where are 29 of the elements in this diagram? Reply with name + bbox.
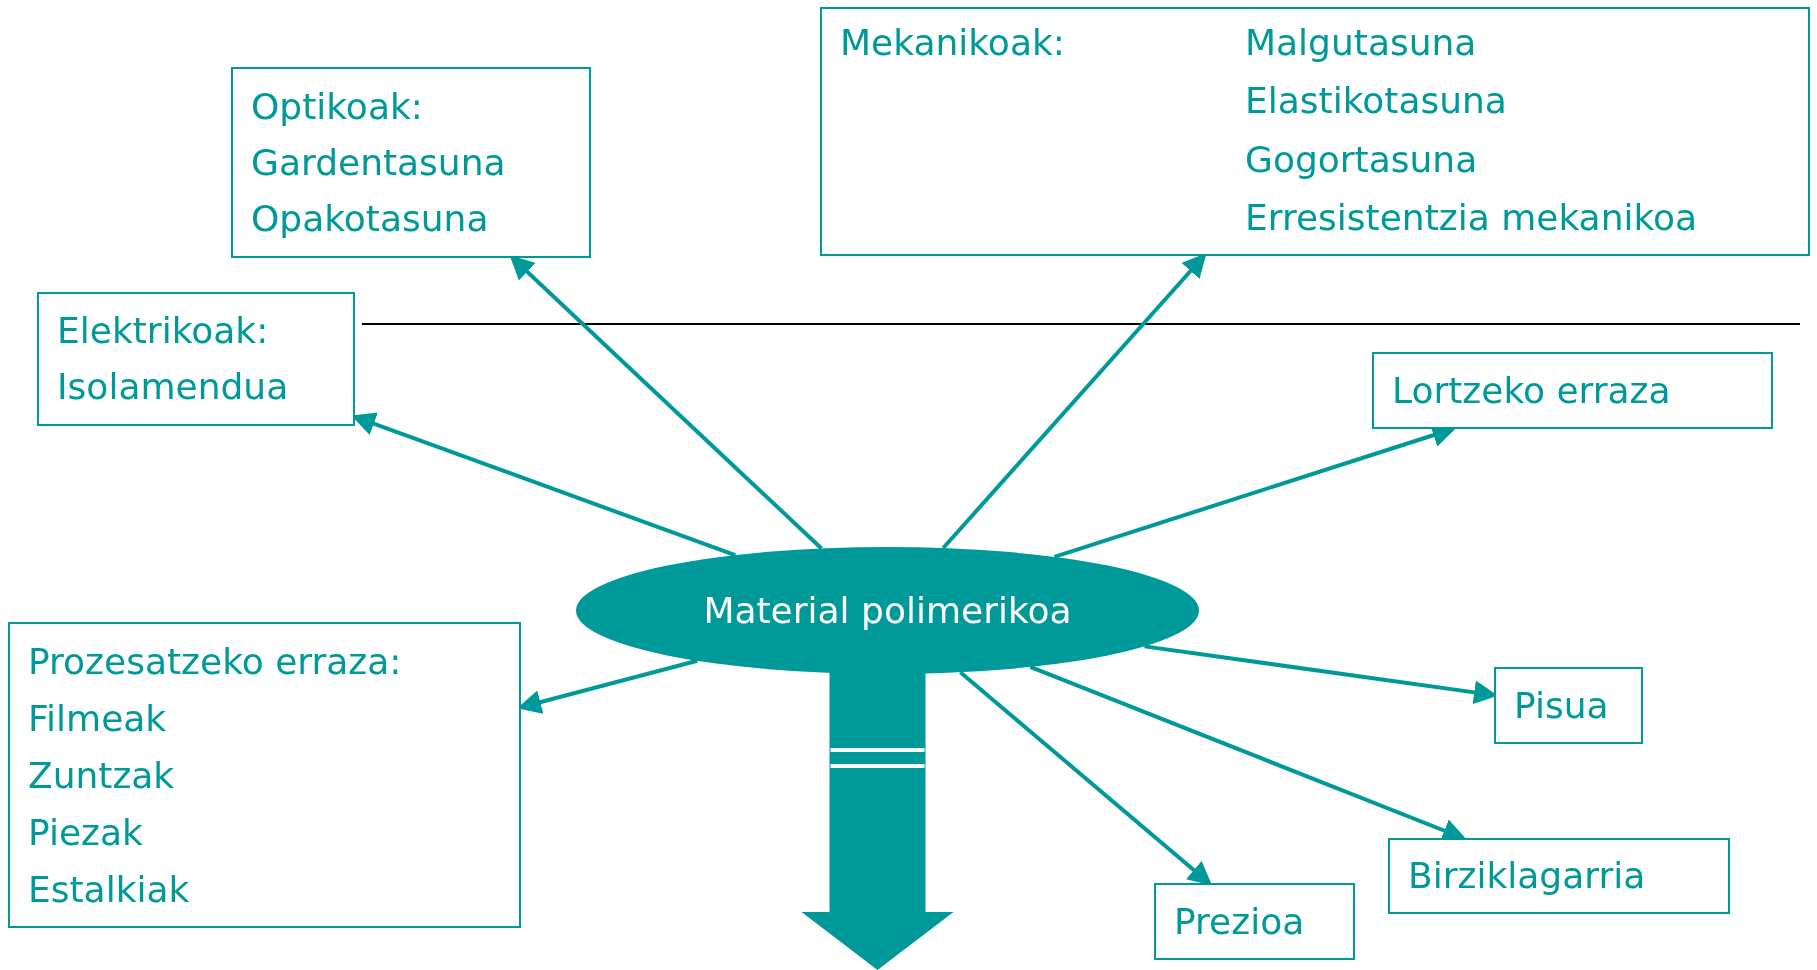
box-text: Gardentasuna [251, 140, 507, 185]
box-text: Pisua [1514, 683, 1610, 728]
box-heading: Elektrikoak: [57, 309, 270, 353]
property-box [1388, 838, 1730, 914]
node-title: Material polimerikoa [703, 588, 1072, 633]
box-text: Elastikotasuna [1245, 79, 1508, 124]
block-arrow [801, 672, 954, 970]
property-box [231, 67, 591, 258]
box-text: Piezak [28, 810, 144, 855]
property-box [1494, 667, 1643, 744]
box-text: Erresistentzia mekanikoa [1245, 195, 1699, 240]
property-box [1154, 883, 1355, 960]
property-box [8, 622, 521, 928]
box-text: Isolamendua [57, 365, 290, 409]
box-text: Zuntzak [28, 753, 176, 798]
box-heading: Prozesatzeko erraza: [28, 639, 403, 684]
box-text: Prezioa [1174, 899, 1306, 944]
box-text: Lortzeko erraza [1392, 368, 1672, 413]
property-box [37, 292, 355, 426]
box-text: Malgutasuna [1245, 21, 1478, 65]
property-box [820, 7, 1810, 256]
box-text: Filmeak [28, 696, 168, 741]
box-heading: Mekanikoak: [840, 21, 1066, 65]
property-box [1372, 352, 1773, 429]
box-text: Opakotasuna [251, 196, 490, 241]
box-heading: Optikoak: [251, 84, 424, 129]
box-text: Birziklagarria [1408, 854, 1647, 898]
box-text: Gogortasuna [1245, 137, 1479, 182]
box-text: Estalkiak [28, 867, 191, 912]
